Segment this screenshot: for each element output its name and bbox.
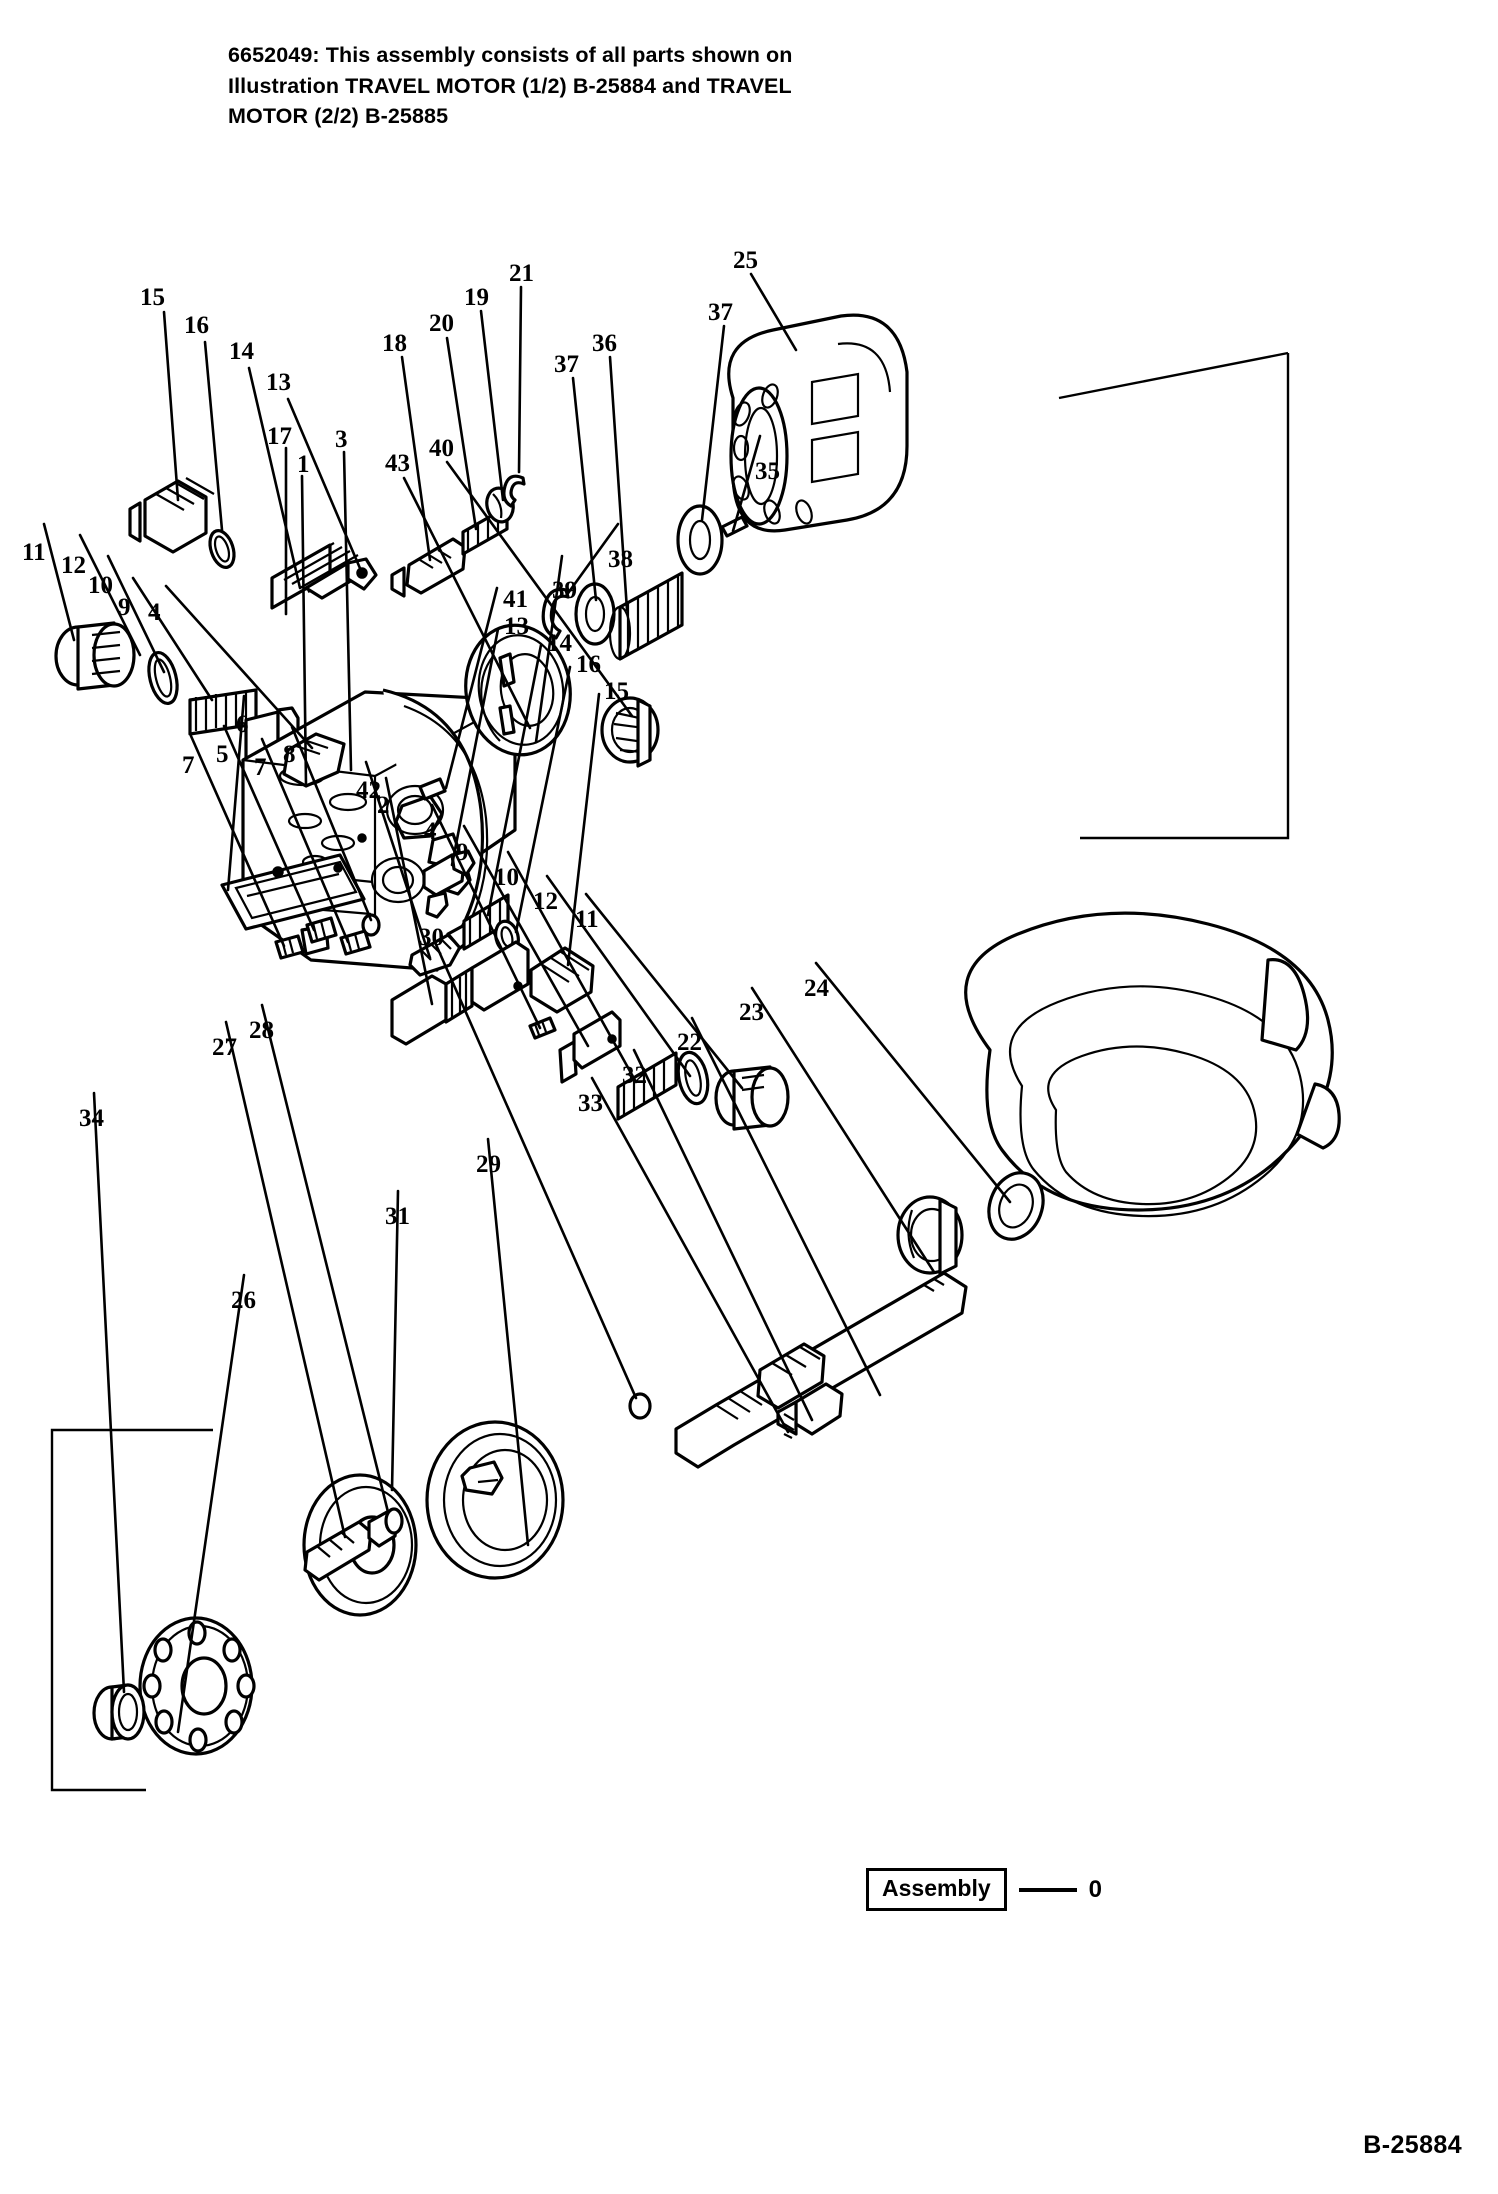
part-23-bearing <box>896 1195 964 1276</box>
callout-13: 13 <box>266 369 291 396</box>
callout-11: 11 <box>575 906 599 933</box>
header-note: 6652049: This assembly consists of all p… <box>228 40 888 132</box>
part-12b-oring <box>676 1050 710 1106</box>
part-21-snapring <box>502 474 526 508</box>
part-10b-spring <box>616 1051 678 1121</box>
callout-5: 5 <box>216 741 229 768</box>
callout-4: 4 <box>424 818 437 845</box>
part-13-screw-upper-left <box>304 557 378 600</box>
assembly-legend: Assembly 0 <box>866 1868 1102 1911</box>
callout-22: 22 <box>677 1029 702 1056</box>
part-18-valve <box>390 537 467 598</box>
part-12-oring-left <box>147 650 179 706</box>
callout-13: 13 <box>504 613 529 640</box>
callout-42: 42 <box>356 777 381 804</box>
callout-21: 21 <box>509 260 534 287</box>
callout-25: 25 <box>733 247 758 274</box>
callout-14: 14 <box>547 630 572 657</box>
callout-10: 10 <box>494 864 519 891</box>
callout-16: 16 <box>184 312 209 339</box>
part-24-motor-housing <box>964 911 1341 1241</box>
part-8-oring-small <box>361 913 381 937</box>
callout-26: 26 <box>231 1287 256 1314</box>
callout-24: 24 <box>804 975 829 1002</box>
callout-33: 33 <box>578 1090 603 1117</box>
callout-32: 32 <box>622 1062 647 1089</box>
header-note-line-3: MOTOR (2/2) B-25885 <box>228 104 449 129</box>
callout-3: 3 <box>335 426 348 453</box>
callout-38: 38 <box>608 546 633 573</box>
callout-23: 23 <box>739 999 764 1026</box>
breakout-frame-bottom-left <box>50 1428 213 1792</box>
part-30-oring <box>628 1392 652 1420</box>
callout-36: 36 <box>592 330 617 357</box>
part-11-cap-left <box>54 621 136 691</box>
callout-30: 30 <box>419 924 444 951</box>
callout-40: 40 <box>429 435 454 462</box>
figure-number: B-25884 <box>1363 2131 1462 2159</box>
header-note-line-2: Illustration TRAVEL MOTOR (1/2) B-25884 … <box>228 73 792 98</box>
part-16-oring-upper-left <box>208 529 236 569</box>
part-41-key <box>418 777 447 801</box>
callout-8: 8 <box>283 741 296 768</box>
callout-4: 4 <box>148 599 161 626</box>
callout-20: 20 <box>429 310 454 337</box>
callout-9: 9 <box>118 594 131 621</box>
part-15b-plug <box>529 946 595 1014</box>
callout-16: 16 <box>576 651 601 678</box>
header-note-line-1: 6652049: This assembly consists of all p… <box>228 43 793 67</box>
callout-7: 7 <box>182 752 195 779</box>
part-25-cylinder-block <box>727 313 909 533</box>
part-29-swash-plate <box>425 1420 565 1580</box>
assembly-legend-rule <box>1018 1887 1077 1892</box>
callout-10: 10 <box>88 572 113 599</box>
part-34-bushing <box>92 1683 146 1741</box>
callout-18: 18 <box>382 330 407 357</box>
breakout-frame-top-right <box>1058 351 1290 840</box>
callout-19: 19 <box>464 284 489 311</box>
part-22-drive-shaft <box>674 1271 968 1469</box>
part-27-pin <box>303 1520 373 1582</box>
part-37b-washer <box>676 504 724 576</box>
part-32-plug <box>776 1382 844 1439</box>
callout-17: 17 <box>267 423 292 450</box>
callout-29: 29 <box>476 1151 501 1178</box>
callout-12: 12 <box>61 552 86 579</box>
callout-14: 14 <box>229 338 254 365</box>
assembly-legend-value: 0 <box>1088 1875 1103 1903</box>
part-9b-poppet <box>558 1010 622 1084</box>
part-4b-pin <box>528 1016 557 1040</box>
callout-43: 43 <box>385 450 410 477</box>
callout-37: 37 <box>708 299 733 326</box>
callout-31: 31 <box>385 1203 410 1230</box>
leader-lines <box>42 272 1012 1734</box>
callout-35: 35 <box>755 458 780 485</box>
callout-34: 34 <box>79 1105 104 1132</box>
callout-41: 41 <box>503 586 528 613</box>
callout-27: 27 <box>212 1034 237 1061</box>
callout-11: 11 <box>22 539 46 566</box>
callout-9: 9 <box>456 839 469 866</box>
callout-7: 7 <box>254 754 267 781</box>
assembly-legend-box: Assembly <box>866 1868 1007 1911</box>
part-36-spring-stack <box>608 571 684 661</box>
callout-15: 15 <box>140 284 165 311</box>
part-15-plug-upper-left <box>128 477 215 554</box>
callout-15: 15 <box>604 678 629 705</box>
callout-37: 37 <box>554 351 579 378</box>
part-11b-cap <box>714 1065 790 1131</box>
callout-28: 28 <box>249 1017 274 1044</box>
part-26-retainer-plate <box>138 1616 256 1756</box>
part-5-pin <box>305 916 338 944</box>
callout-1: 1 <box>297 451 310 478</box>
callout-6: 6 <box>236 711 249 738</box>
callout-2: 2 <box>377 792 390 819</box>
callout-12: 12 <box>533 888 558 915</box>
part-40-bearing <box>600 696 660 768</box>
callout-39: 39 <box>552 577 577 604</box>
